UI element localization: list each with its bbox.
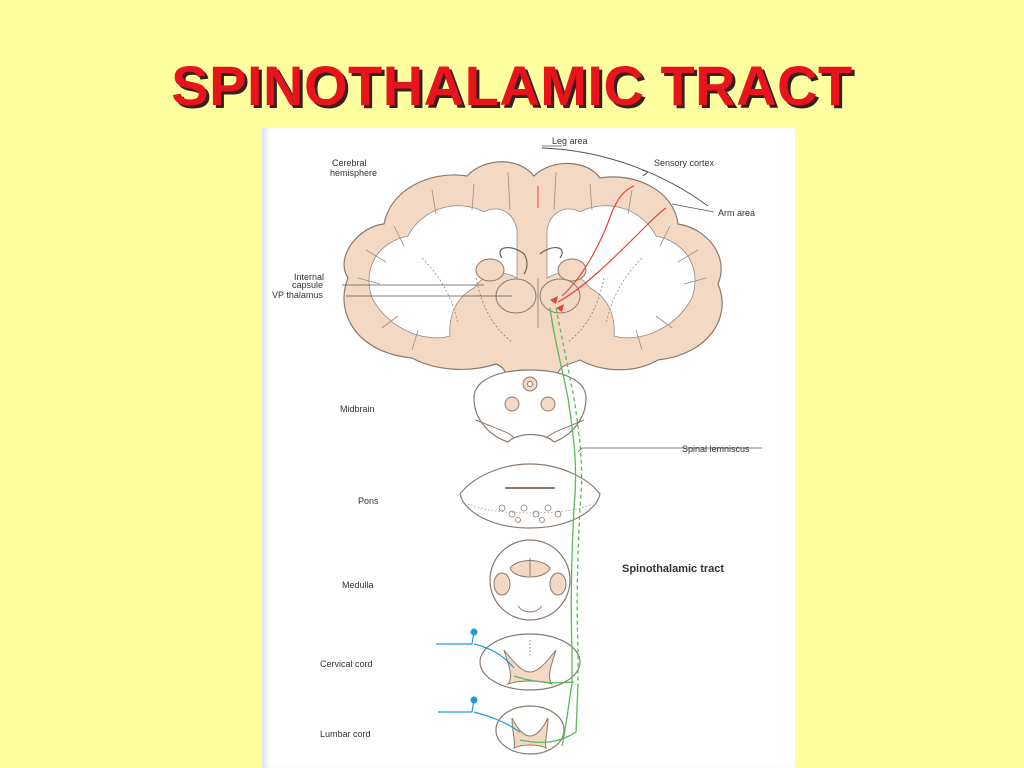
label-spinal-lemniscus: Spinal lemniscus	[682, 444, 750, 454]
sensory-neurons	[436, 631, 521, 733]
label-internal: Internal	[294, 272, 324, 282]
dorsal-root-ganglion-lumbar	[470, 696, 478, 704]
thalamocortical-projection	[537, 185, 667, 312]
leader-lines	[342, 145, 762, 453]
slide-title: SPINOTHALAMIC TRACT	[171, 54, 853, 117]
label-cerebral: Cerebral	[332, 158, 367, 168]
white-matter-right	[546, 205, 696, 339]
label-medulla: Medulla	[342, 580, 374, 590]
diagram-svg: Cerebral hemisphere Leg area Sensory cor…	[272, 136, 762, 755]
caudate-right	[557, 258, 587, 282]
cerebral-hemisphere-section	[343, 161, 723, 377]
label-capsule: capsule	[292, 280, 323, 290]
spinothalamic-tract-path	[513, 307, 583, 747]
label-pons: Pons	[358, 496, 379, 506]
medulla-section	[489, 539, 571, 621]
lumbar-cord-section	[495, 705, 565, 755]
label-arm-area: Arm area	[718, 208, 755, 218]
sensory-cortex-arc	[541, 147, 709, 207]
gyri-folds-left	[357, 171, 511, 285]
label-sensory-cortex: Sensory cortex	[654, 158, 715, 168]
dorsal-root-ganglion-cervical	[470, 628, 478, 636]
label-leg-area: Leg area	[552, 136, 588, 146]
gyri-folds-right	[553, 171, 707, 285]
pons-section	[459, 463, 601, 529]
label-hemisphere: hemisphere	[330, 168, 377, 178]
label-spinothalamic-tract: Spinothalamic tract	[622, 563, 724, 575]
gyri-folds-lower	[381, 315, 673, 351]
lateral-ventricles	[499, 247, 563, 275]
spinothalamic-diagram: Cerebral hemisphere Leg area Sensory cor…	[262, 128, 795, 768]
internal-capsule	[475, 277, 605, 343]
midbrain-section	[473, 369, 587, 443]
label-midbrain: Midbrain	[340, 404, 375, 414]
white-matter-left	[368, 205, 518, 339]
caudate-left	[475, 258, 505, 282]
label-cervical-cord: Cervical cord	[320, 659, 373, 669]
cervical-cord-section	[479, 633, 581, 691]
radiation-fibers	[421, 257, 643, 325]
label-vp-thalamus: VP thalamus	[272, 290, 323, 300]
sensory-cortex-arrow	[641, 169, 650, 177]
label-lumbar-cord: Lumbar cord	[320, 729, 371, 739]
